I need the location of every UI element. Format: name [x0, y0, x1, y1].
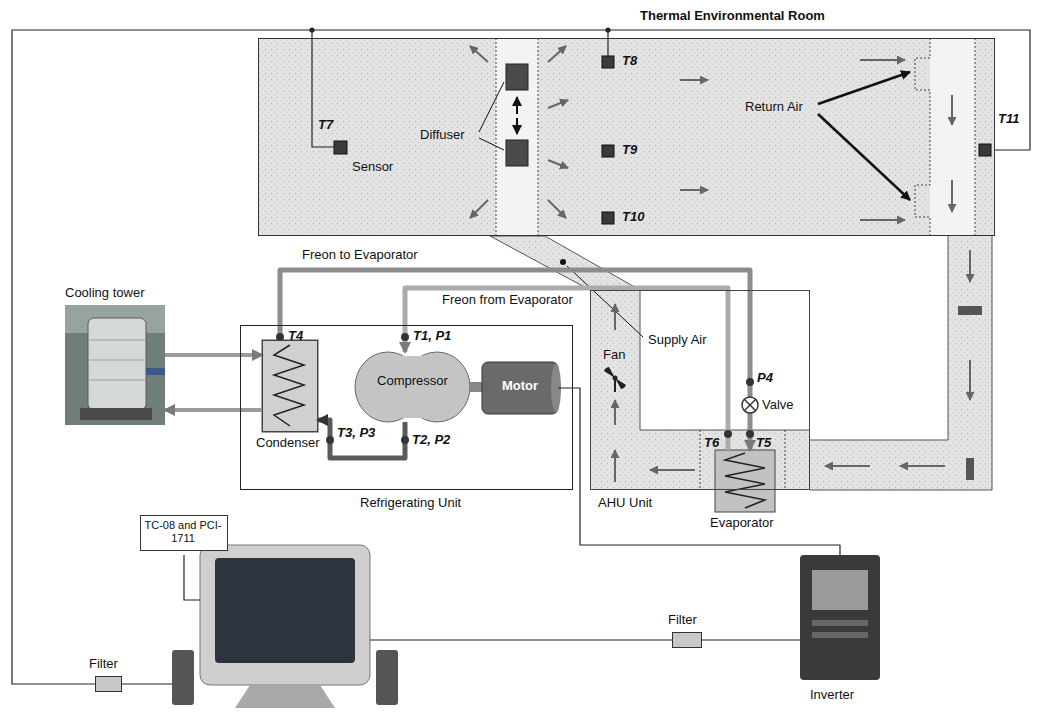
compressor-symbol	[355, 352, 482, 422]
node-label: AHU Unit	[598, 496, 652, 511]
part-label: Fan	[603, 348, 625, 363]
inverter: Inverter	[800, 555, 880, 680]
condenser: Condenser	[262, 340, 318, 432]
node-label: Filter	[668, 613, 697, 628]
signal-wire	[12, 30, 1030, 684]
filter-box: Filter	[672, 632, 702, 648]
sensor-label: T1, P1	[413, 329, 451, 344]
signal-wire	[558, 388, 840, 555]
daq-box: TC-08 and PCI-1711	[140, 515, 228, 551]
node-label: Motor	[482, 379, 558, 394]
pipe-label: Freon from Evaporator	[440, 293, 575, 308]
sensor-label: T5	[756, 436, 771, 451]
air-flow-arrows	[470, 46, 952, 220]
sensor-label: T9	[622, 143, 637, 158]
sensor-symbols	[334, 56, 991, 224]
part-label: Diffuser	[420, 128, 465, 143]
node-label: Filter	[89, 657, 118, 672]
inverter-picture	[800, 555, 880, 680]
part-label: Return Air	[745, 100, 803, 115]
motor: Motor	[482, 362, 558, 414]
ahu-flow-arrows	[615, 250, 970, 482]
motor-symbol	[482, 362, 561, 414]
node-label: Cooling tower	[65, 286, 145, 301]
sensor-label: T8	[622, 54, 637, 69]
signal-wire	[702, 639, 800, 640]
valve-symbol	[742, 397, 758, 413]
compressor: Compressor	[355, 352, 470, 422]
cooling-tower: Cooling tower	[65, 305, 165, 425]
refrigerant-pipe	[280, 270, 750, 450]
cooling-tower-photo	[65, 305, 165, 425]
node-label: Thermal Environmental Room	[640, 9, 825, 24]
diffuser-symbol	[479, 64, 528, 166]
part-label: Valve	[762, 398, 794, 413]
node-label: TC-08 and PCI-1711	[144, 519, 222, 544]
part-label: Sensor	[352, 160, 393, 175]
sensor-wires	[310, 28, 610, 147]
return-air-pointers	[818, 72, 910, 200]
node-label: Evaporator	[710, 516, 774, 531]
node-label: Condenser	[256, 436, 320, 451]
node-label: Inverter	[810, 688, 854, 703]
pipe-label: Freon to Evaporator	[300, 248, 420, 263]
room-fill	[258, 38, 995, 236]
computer-picture	[122, 545, 672, 708]
refrigerant-pipe	[405, 288, 728, 450]
sensor-label: T11	[998, 112, 1019, 127]
filter-box: Filter	[95, 676, 122, 692]
sensor-label: T7	[318, 118, 333, 133]
node-label: Refrigerating Unit	[360, 496, 461, 511]
measuring-point	[276, 333, 754, 444]
sensor-label: T4	[288, 329, 303, 344]
fan-symbol	[604, 367, 626, 392]
ahu-box: AHU UnitEvaporator	[590, 290, 810, 490]
sensor-label: T6	[704, 436, 719, 451]
evaporator-coil	[715, 450, 775, 512]
sensor-label: P4	[757, 371, 773, 386]
evaporator: Evaporator	[715, 450, 775, 512]
water-pipe	[165, 353, 262, 357]
refrigerant-pipe	[318, 420, 405, 458]
node-label: Compressor	[355, 374, 470, 389]
sensor-label: T3, P3	[337, 426, 375, 441]
sensor-label: T2, P2	[412, 433, 450, 448]
condenser-coil	[262, 340, 318, 432]
part-label: Supply Air	[648, 333, 707, 348]
sensor-label: T10	[622, 210, 644, 225]
unit-box: Refrigerating UnitCondenserCompressorMot…	[240, 325, 573, 490]
water-pipe	[165, 408, 262, 412]
